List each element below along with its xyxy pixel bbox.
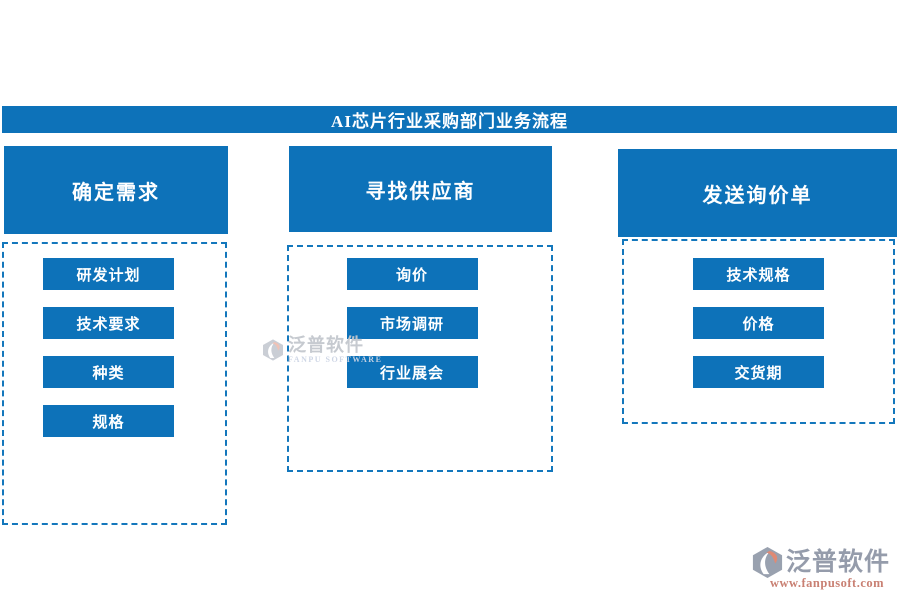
stage-1-header: 确定需求 bbox=[4, 146, 228, 234]
logo-name: 泛普软件 bbox=[786, 548, 891, 576]
step-block: 技术规格 bbox=[693, 258, 824, 290]
step-block: 交货期 bbox=[693, 356, 824, 388]
step-block: 询价 bbox=[346, 258, 478, 290]
step-block: 规格 bbox=[43, 405, 174, 437]
fanpu-logo: 泛普软件 www.fanpusoft.com bbox=[750, 545, 892, 591]
step-block: 种类 bbox=[43, 356, 174, 388]
stage-3-container: 技术规格 价格 交货期 bbox=[622, 239, 895, 424]
step-block: 市场调研 bbox=[346, 307, 478, 339]
step-block: 行业展会 bbox=[346, 356, 478, 388]
stage-2-header: 寻找供应商 bbox=[289, 146, 552, 232]
diagram-title: AI芯片行业采购部门业务流程 bbox=[2, 106, 897, 133]
step-block: 研发计划 bbox=[43, 258, 174, 290]
stage-1-container: 研发计划 技术要求 种类 规格 bbox=[2, 242, 227, 525]
stage-3-header: 发送询价单 bbox=[618, 149, 897, 237]
fanpu-logo-icon bbox=[752, 546, 783, 579]
logo-url: www.fanpusoft.com bbox=[770, 576, 885, 590]
step-block: 技术要求 bbox=[43, 307, 174, 339]
fanpu-watermark-icon bbox=[263, 339, 283, 361]
step-block: 价格 bbox=[693, 307, 824, 339]
stage-2-container: 询价 市场调研 行业展会 bbox=[287, 245, 553, 472]
